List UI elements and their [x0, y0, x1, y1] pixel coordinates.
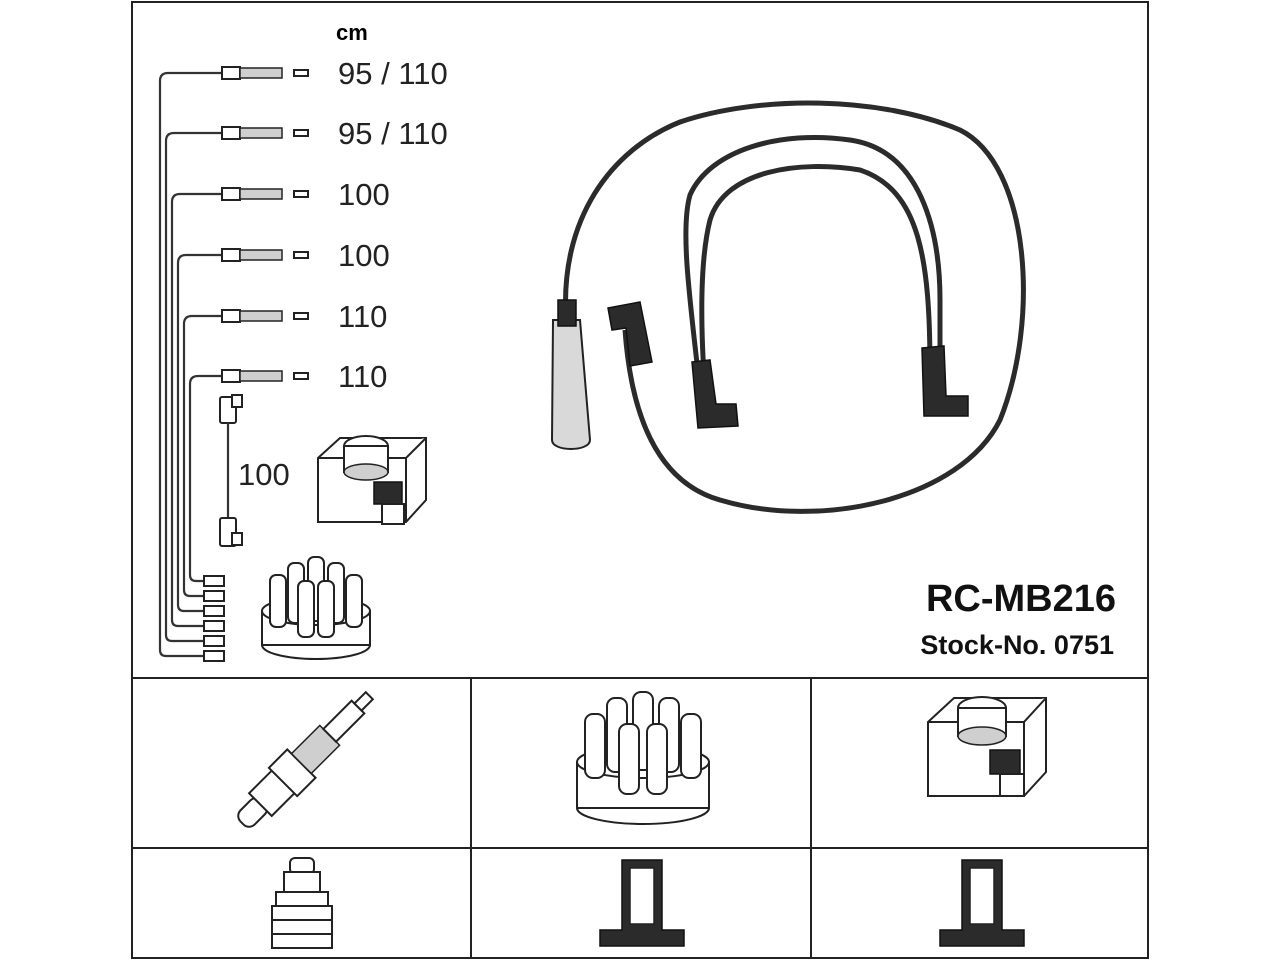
- distributor-cap-icon: [576, 691, 710, 825]
- ignition-coil-icon: [317, 435, 427, 525]
- lead-5: [182, 309, 309, 602]
- lead-2-cap-end: [203, 635, 225, 647]
- lead-6-cap-end: [203, 575, 225, 587]
- lead-length-3: 100: [338, 177, 390, 212]
- lead-length-5: 110: [338, 299, 387, 334]
- coil-terminal-icon: [939, 859, 1025, 947]
- unit-label: cm: [336, 20, 368, 45]
- lead-5-cap-end: [203, 590, 225, 602]
- lead-5-sleeve: [239, 310, 283, 322]
- lead-6-terminal: [293, 372, 309, 380]
- lead-1-boot: [221, 66, 241, 80]
- lead-5-terminal: [293, 312, 309, 320]
- cap-terminal-icon: [599, 859, 685, 947]
- lead-length-6: 110: [338, 359, 387, 394]
- lead-4-boot: [221, 248, 241, 262]
- lead-4-cap-end: [203, 605, 225, 617]
- lead-harness: [158, 66, 309, 662]
- frame: [131, 1, 1149, 959]
- lead-3-cap-end: [203, 620, 225, 632]
- lead-3-terminal: [293, 190, 309, 198]
- lead-set-photo: [550, 100, 1026, 514]
- lead-1-terminal: [293, 69, 309, 77]
- lead-length-2: 95 / 110: [338, 116, 448, 151]
- lead-2: [164, 126, 309, 647]
- lead-6-sleeve: [239, 370, 283, 382]
- coil-lead-length: 100: [238, 457, 290, 492]
- part-number: RC-MB216: [926, 578, 1116, 620]
- lead-1-sleeve: [239, 67, 283, 79]
- distributor-cap-icon-small: [261, 556, 371, 660]
- lead-3-sleeve: [239, 188, 283, 200]
- lead-3-boot: [221, 187, 241, 201]
- lead-5-boot: [221, 309, 241, 323]
- spark-plug-icon: [237, 690, 375, 828]
- lead-4-terminal: [293, 251, 309, 259]
- spark-plug-terminal-icon: [271, 857, 333, 949]
- lead-6: [188, 369, 309, 587]
- lead-1: [158, 66, 309, 662]
- lead-6-boot: [221, 369, 241, 383]
- lead-4: [176, 248, 309, 617]
- lead-4-sleeve: [239, 249, 283, 261]
- lead-2-sleeve: [239, 127, 283, 139]
- stock-number: Stock-No. 0751: [920, 630, 1114, 660]
- lead-length-1: 95 / 110: [338, 56, 448, 91]
- ignition-coil-icon-large: [927, 696, 1047, 797]
- lead-2-terminal: [293, 129, 309, 137]
- lead-2-boot: [221, 126, 241, 140]
- coil-lead: [219, 394, 243, 547]
- lead-1-cap-end: [203, 650, 225, 662]
- lead-3: [170, 187, 309, 632]
- lead-length-4: 100: [338, 238, 390, 273]
